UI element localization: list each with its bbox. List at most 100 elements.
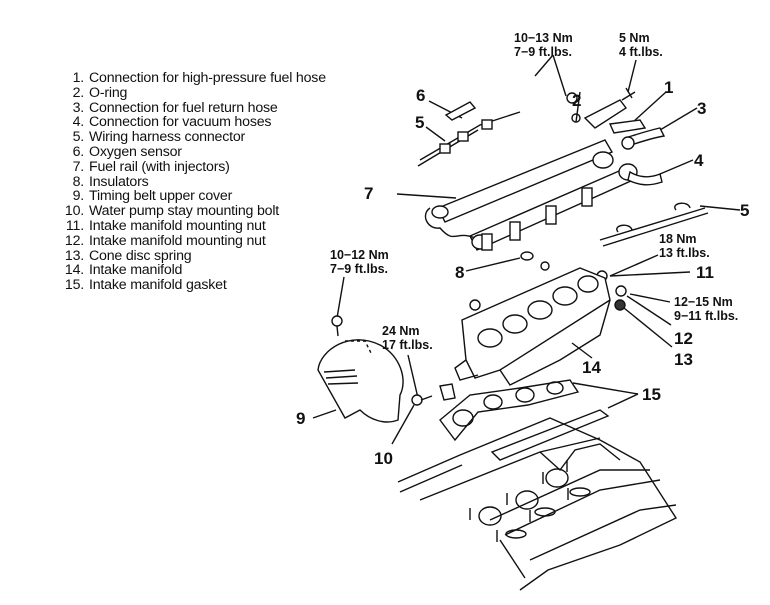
legend-text: Fuel rail (with injectors) [89, 158, 230, 175]
torque-ftlbs: 4 ft.lbs. [619, 44, 663, 59]
torque-nm: 12−15 Nm [674, 295, 733, 309]
leader-line [572, 382, 639, 395]
legend-num: 5. [72, 129, 85, 146]
callout-12: 12 [674, 329, 693, 348]
callout-9: 9 [296, 409, 306, 428]
legend-item: 6.Oxygen sensor [58, 145, 326, 160]
legend-item: 2.O-ring [58, 84, 326, 101]
torque-nm: 10−12 Nm [330, 248, 389, 262]
legend-text: Connection for fuel return hose [89, 99, 278, 116]
legend-num: 10. [64, 203, 84, 220]
legend-text: Intake manifold gasket [89, 277, 227, 294]
torque-ftlbs: 9−11 ft.lbs. [674, 308, 739, 323]
torque-nm: 18 Nm [659, 232, 697, 246]
callout-3: 3 [697, 99, 707, 118]
torque-nm: 5 Nm [619, 31, 650, 45]
leader-line [609, 271, 691, 277]
legend-item: 9.Timing belt upper cover [58, 189, 326, 204]
legend-item: 5.Wiring harness connector [58, 130, 326, 145]
leader-line [659, 107, 698, 131]
legend-text: Intake manifold mounting nut [89, 217, 266, 234]
torque-nm: 10−13 Nm [514, 31, 573, 45]
legend-num: 14. [64, 262, 84, 279]
legend-num: 15. [64, 277, 84, 294]
leader-line [609, 254, 659, 277]
torque-ftlbs: 7−9 ft.lbs. [514, 44, 573, 59]
legend-text: Timing belt upper cover [89, 188, 233, 205]
torque-ftlbs: 17 ft.lbs. [382, 337, 433, 352]
leader-line [575, 91, 581, 123]
legend-text: Connection for vacuum hoses [89, 114, 272, 131]
leader-line [396, 193, 457, 199]
torque-spec-cover-bolt: 10−12 Nm 7−9 ft.lbs. [330, 248, 389, 276]
callout-6: 6 [416, 86, 426, 105]
torque-spec-nut-12: 12−15 Nm 9−11 ft.lbs. [674, 295, 739, 323]
legend-text: Water pump stay mounting bolt [89, 203, 280, 220]
leader-line [391, 404, 415, 445]
legend-num: 9. [72, 188, 85, 205]
torque-spec-regulator: 5 Nm 4 ft.lbs. [619, 31, 663, 59]
legend-num: 8. [72, 173, 85, 190]
callout-13: 13 [674, 350, 693, 369]
legend-item: 15. Intake manifold gasket [58, 278, 326, 293]
leader-line [407, 354, 419, 399]
legend-num: 4. [72, 114, 85, 131]
callout-15: 15 [642, 385, 661, 404]
legend-num: 11. [65, 217, 84, 234]
legend-item: 13.Cone disc spring [58, 248, 326, 264]
legend-text: O-ring [89, 84, 128, 101]
intake-manifold [454, 267, 611, 386]
legend-item: 7.Fuel rail (with injectors) [58, 158, 326, 175]
legend-num: 6. [72, 143, 85, 160]
legend-item: 14. Intake manifold [58, 263, 326, 278]
callout-14: 14 [582, 358, 601, 377]
leader-line [629, 293, 671, 303]
legend-text: Oxygen sensor [89, 143, 182, 160]
callout-2: 2 [572, 91, 582, 110]
leader-line [534, 54, 554, 77]
torque-ftlbs: 7−9 ft.lbs. [330, 261, 389, 276]
torque-spec-fuel-rail-bolt: 10−13 Nm 7−9 ft.lbs. [514, 31, 573, 59]
callout-1: 1 [664, 78, 674, 97]
legend-text: Intake manifold [89, 262, 183, 279]
leader-line [312, 409, 337, 419]
leader-line [571, 342, 593, 359]
cylinder-head [397, 417, 678, 591]
legend-item: 12.Intake manifold mounting nut [58, 232, 326, 249]
parts-legend: 1.Connection for high-pressure fuel hose… [58, 71, 326, 293]
legend-num: 12. [64, 232, 84, 249]
leader-line [659, 159, 694, 175]
legend-item: 3.Connection for fuel return hose [58, 99, 326, 116]
leader-line [607, 393, 639, 409]
hoses [621, 127, 666, 186]
callout-10: 10 [374, 449, 393, 468]
timing-belt-cover [317, 315, 456, 423]
callout-11: 11 [696, 263, 714, 282]
leader-line [699, 205, 741, 211]
torque-ftlbs: 13 ft.lbs. [659, 245, 710, 260]
callout-4: 4 [694, 151, 704, 170]
legend-num: 1. [72, 70, 85, 86]
leader-line [336, 276, 345, 319]
legend-item: 1.Connection for high-pressure fuel hose [58, 70, 327, 86]
legend-text: Connection for high-pressure fuel hose [89, 70, 326, 86]
wiring-harness [417, 101, 709, 247]
legend-num: 3. [72, 99, 85, 116]
legend-text: Wiring harness connector [89, 129, 246, 146]
torque-nm: 24 Nm [382, 324, 420, 338]
legend-text: Insulators [89, 173, 149, 190]
leader-line [623, 307, 673, 348]
leader-line [552, 54, 567, 97]
torque-spec-stay-bolt: 24 Nm 17 ft.lbs. [382, 324, 433, 352]
legend-num: 2. [72, 84, 85, 101]
callout-8: 8 [455, 263, 465, 282]
legend-item: 4.Connection for vacuum hoses [58, 115, 326, 130]
callout-5-left: 5 [415, 113, 425, 132]
legend-item: 10. Water pump stay mounting bolt [58, 204, 326, 219]
fuel-rail [424, 87, 647, 251]
legend-item: 11. Intake manifold mounting nut [58, 219, 326, 234]
leader-line [626, 295, 672, 326]
leader-line [465, 257, 521, 272]
legend-item: 8.Insulators [58, 173, 326, 190]
